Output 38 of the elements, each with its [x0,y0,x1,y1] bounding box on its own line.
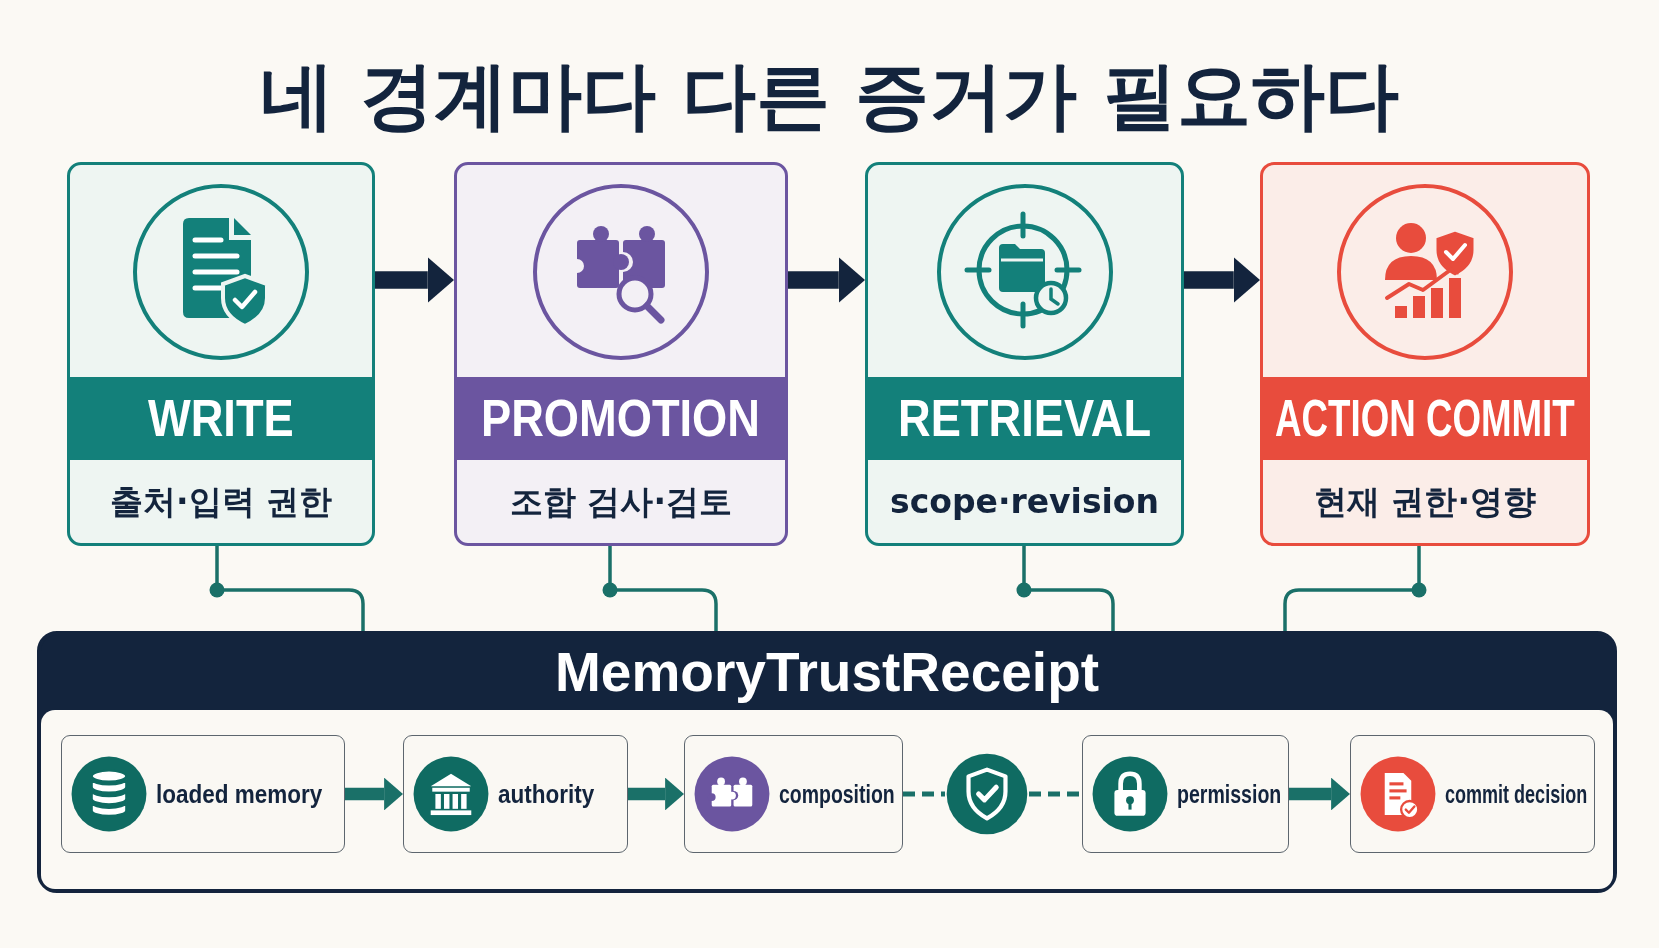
arrow [1289,777,1350,811]
arrow [788,257,865,303]
arrow [345,777,403,811]
arrow [628,777,684,811]
process-card [865,162,1184,546]
connector-line [215,546,365,631]
step-label: loaded memory [156,778,323,809]
connector-line [1283,546,1421,631]
header-band: WRITE [70,377,372,460]
arrow [1184,257,1260,303]
card-subtitle: 현재 권한·영향 [1314,481,1537,523]
step-box [61,735,345,853]
card-subtitle: 조합 검사·검토 [510,481,733,523]
process-card [67,162,375,546]
receipt-panel [37,631,1617,893]
card-subtitle: 출처·입력 권한 [110,481,333,523]
process-card [1260,162,1590,546]
connector-line [608,546,718,631]
step-box [1082,735,1289,853]
header-band: RETRIEVAL [868,377,1181,460]
step-label: commit decision [1445,778,1588,809]
dashed-connector [1029,791,1082,797]
title: 네 경계마다 다른 증거가 필요하다 [260,51,1400,140]
connector-line [1022,546,1115,631]
step-box [1350,735,1595,853]
arrow [375,257,454,303]
card-subtitle: scope·revision [890,481,1159,523]
step-label: permission [1177,778,1282,809]
shield-check-icon [945,752,1029,836]
step-label: authority [498,778,595,809]
step-label: composition [779,778,895,809]
process-card [454,162,788,546]
step-box [684,735,903,853]
panel-title: MemoryTrustReceipt [555,640,1100,705]
step-box [403,735,628,853]
header-band: ACTION COMMIT [1263,377,1587,460]
header-band: PROMOTION [457,377,785,460]
dashed-connector [903,791,945,797]
